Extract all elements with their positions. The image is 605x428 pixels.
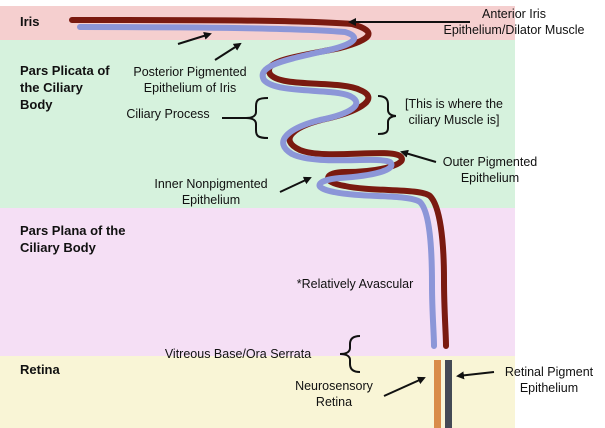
label-ciliary-process: Ciliary Process: [116, 106, 220, 122]
iris-surface-arrow: [178, 34, 210, 44]
vitreous-base-brace: [340, 336, 360, 372]
label-vitreous-base: Vitreous Base/Ora Serrata: [138, 346, 338, 362]
rpe-arrow: [458, 372, 494, 376]
label-relatively-avascular: *Relatively Avascular: [282, 276, 428, 292]
label-ciliary-muscle-note: [This is where the ciliary Muscle is]: [392, 96, 516, 128]
label-inner-nonpigmented-epithelium: Inner Nonpigmented Epithelium: [144, 176, 278, 208]
region-title-iris: Iris: [20, 13, 40, 30]
label-retinal-pigment-epithelium: Retinal Pigment Epithelium: [494, 364, 604, 396]
neurosensory-arrow: [384, 378, 424, 396]
retinal-pigment-epithelium-strip: [445, 360, 452, 428]
inner-nonpigmented-arrow: [280, 178, 310, 192]
label-neurosensory-retina: Neurosensory Retina: [286, 378, 382, 410]
region-title-pars-plicata: Pars Plicata of the Ciliary Body: [20, 62, 110, 113]
label-posterior-pigmented-epithelium: Posterior Pigmented Epithelium of Iris: [118, 64, 262, 96]
label-anterior-iris-epithelium: Anterior Iris Epithelium/Dilator Muscle: [426, 6, 602, 38]
region-title-retina: Retina: [20, 361, 60, 378]
region-title-pars-plana: Pars Plana of the Ciliary Body: [20, 222, 125, 256]
posterior-pigmented-arrow: [215, 44, 240, 60]
neurosensory-retina-strip: [434, 360, 441, 428]
ciliary-process-brace: [246, 98, 268, 138]
label-outer-pigmented-epithelium: Outer Pigmented Epithelium: [430, 154, 550, 186]
